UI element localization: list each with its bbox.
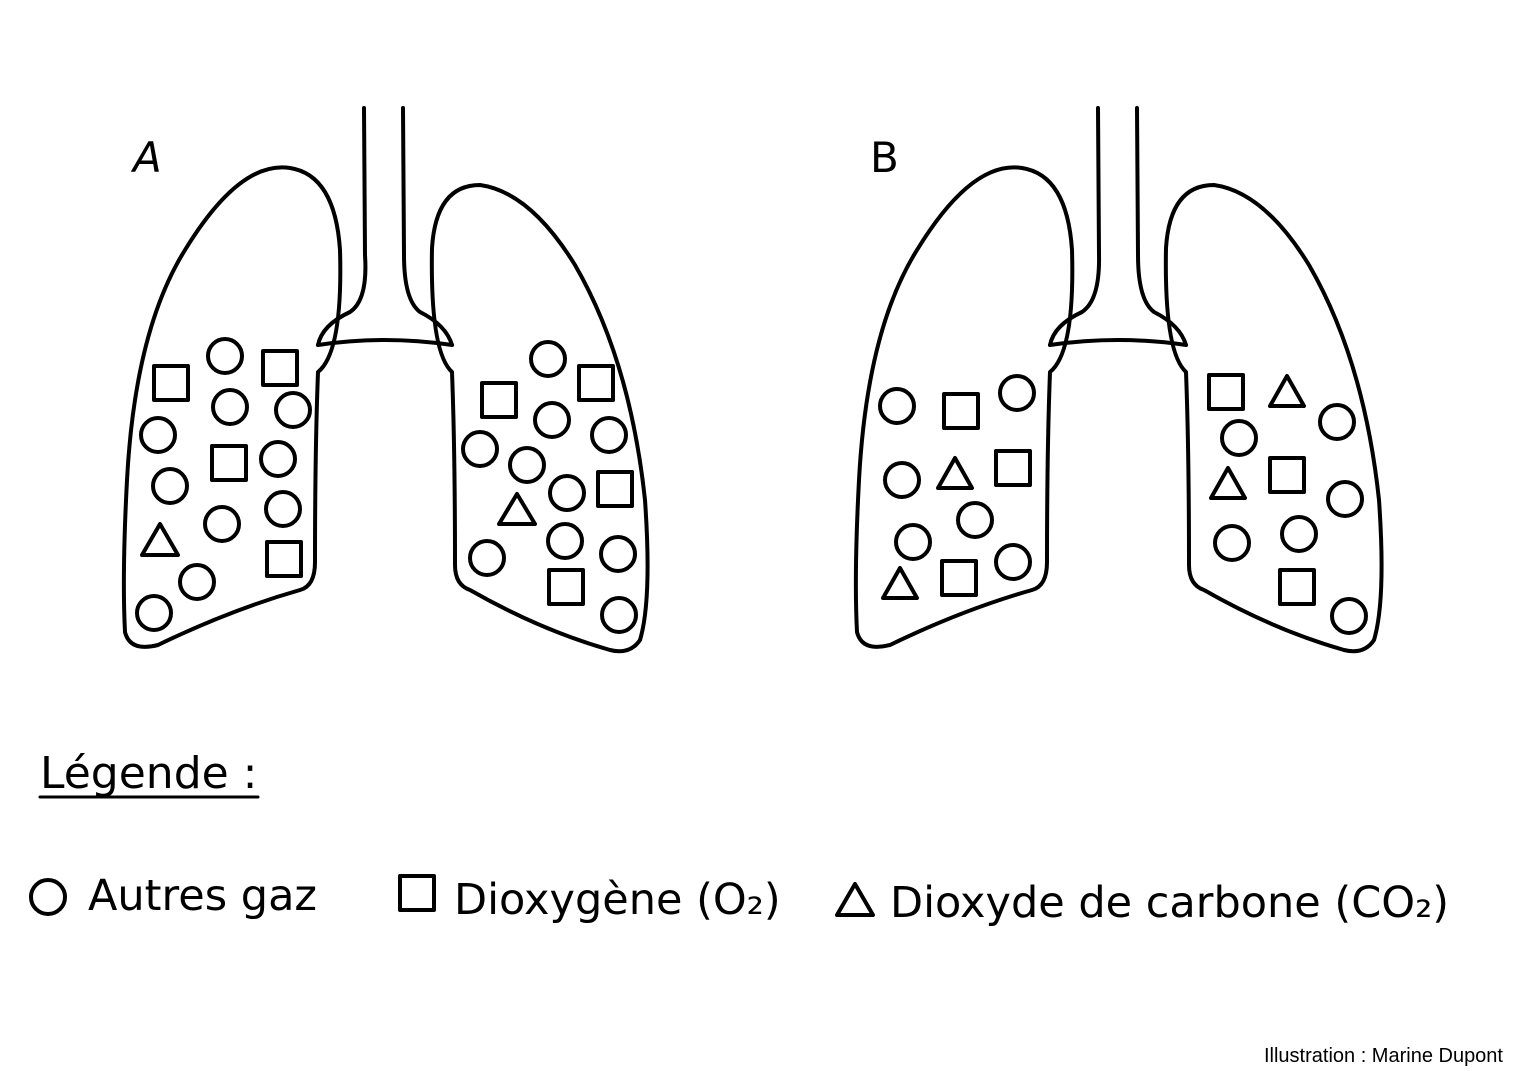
dioxygen-particle (942, 561, 976, 595)
other-gas-particle (141, 418, 175, 452)
other-gas-particle (550, 476, 584, 510)
other-gas-particle (261, 442, 295, 476)
panel-a: A (124, 108, 648, 651)
dioxygen-particle (944, 394, 978, 428)
other-gas-particle (548, 524, 582, 558)
other-gas-particle (137, 596, 171, 630)
dioxygen-particle (263, 351, 297, 385)
other-gas-particle (531, 342, 565, 376)
carbon-dioxide-particle (142, 524, 178, 555)
other-gas-particle (470, 541, 504, 575)
other-gas-particle (276, 393, 310, 427)
dioxygen-particle (154, 366, 188, 400)
particles-right-lung (463, 342, 636, 632)
illustration-credit: Illustration : Marine Dupont (1264, 1045, 1503, 1067)
other-gas-particle (213, 390, 247, 424)
left-lung (856, 167, 1072, 646)
other-gas-particle (1000, 376, 1034, 410)
legend-label-dioxygen: Dioxygène (O₂) (454, 875, 781, 925)
carbon-dioxide-particle (1270, 376, 1304, 406)
dioxygen-particle (267, 542, 301, 576)
other-gas-particle (1222, 421, 1256, 455)
panel-b-label: B (870, 133, 899, 182)
dioxygen-particle (996, 451, 1030, 485)
legend: Légende : Autres gaz Dioxygène (O₂) Diox… (31, 748, 1449, 928)
other-gas-particle (463, 432, 497, 466)
other-gas-particle (880, 389, 914, 423)
dioxygen-particle (1209, 375, 1243, 409)
other-gas-particle (510, 448, 544, 482)
dioxygen-particle (212, 446, 246, 480)
dioxygen-particle (579, 366, 613, 400)
other-gas-particle (1328, 482, 1362, 516)
carbon-dioxide-particle (883, 568, 917, 598)
other-gas-particle (180, 565, 214, 599)
legend-label-carbon-dioxide: Dioxyde de carbone (CO₂) (890, 878, 1449, 928)
square-icon (400, 876, 434, 910)
carbon-dioxide-particle (1211, 468, 1245, 498)
particles-right-lung (1209, 375, 1366, 633)
panel-a-label: A (130, 133, 162, 182)
panel-b: B (856, 108, 1382, 651)
dioxygen-particle (482, 383, 516, 417)
other-gas-particle (153, 469, 187, 503)
other-gas-particle (266, 492, 300, 526)
carbon-dioxide-particle (499, 494, 535, 524)
dioxygen-particle (549, 570, 583, 604)
legend-label-other-gases: Autres gaz (88, 871, 317, 921)
other-gas-particle (1215, 526, 1249, 560)
other-gas-particle (996, 545, 1030, 579)
other-gas-particle (885, 463, 919, 497)
other-gas-particle (896, 525, 930, 559)
other-gas-particle (602, 598, 636, 632)
triangle-icon (837, 884, 873, 915)
other-gas-particle (535, 403, 569, 437)
dioxygen-particle (1270, 458, 1304, 492)
circle-icon (31, 880, 65, 914)
other-gas-particle (208, 339, 242, 373)
particles-left-lung (880, 376, 1034, 598)
legend-title: Légende : (40, 748, 258, 799)
right-lung (1166, 185, 1382, 651)
other-gas-particle (592, 418, 626, 452)
carbon-dioxide-particle (938, 458, 972, 488)
dioxygen-particle (598, 472, 632, 506)
other-gas-particle (958, 503, 992, 537)
dioxygen-particle (1280, 570, 1314, 604)
other-gas-particle (1332, 599, 1366, 633)
particles-left-lung (137, 339, 310, 630)
other-gas-particle (205, 507, 239, 541)
other-gas-particle (1320, 405, 1354, 439)
other-gas-particle (601, 537, 635, 571)
other-gas-particle (1282, 517, 1316, 551)
